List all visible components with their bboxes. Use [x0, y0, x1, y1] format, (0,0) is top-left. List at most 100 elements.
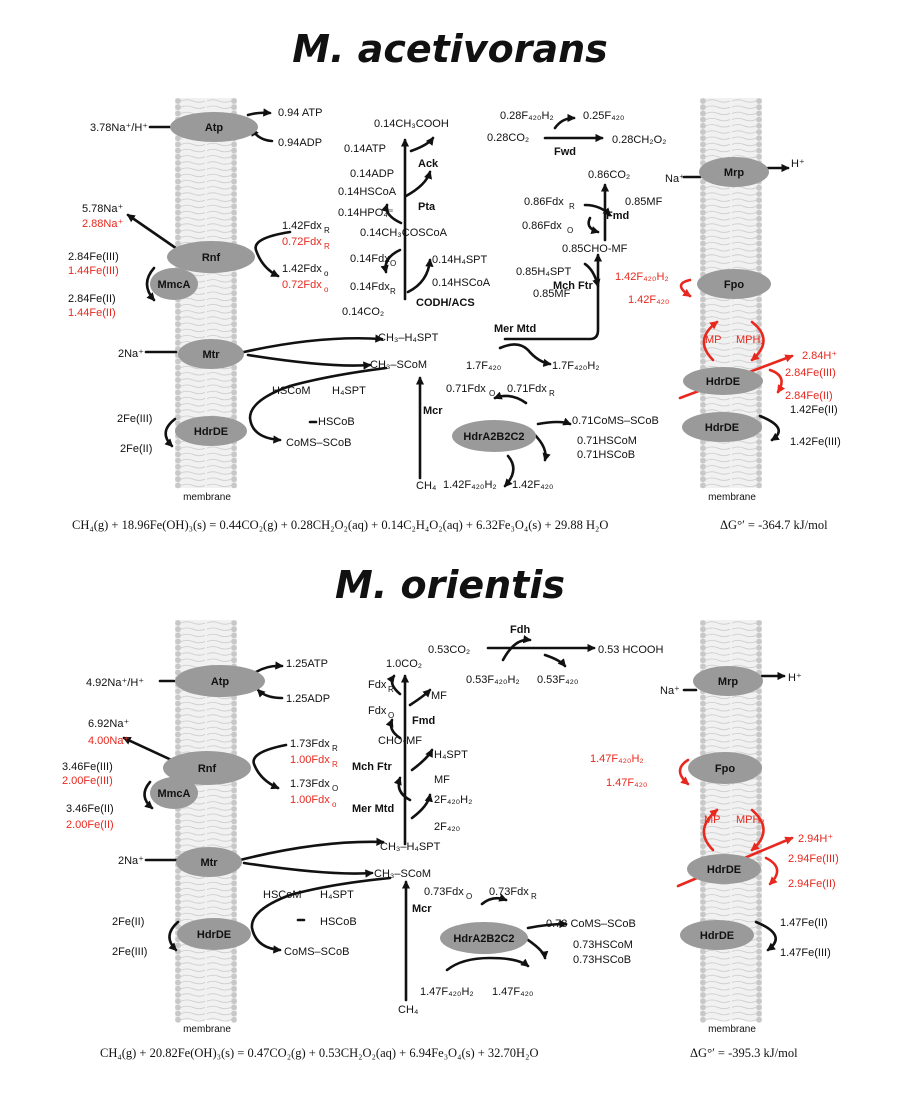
reaction-arrow	[493, 391, 528, 405]
diagram-label: 2.94Fe(III)	[788, 853, 839, 865]
reaction-arrow	[385, 718, 402, 740]
reaction-arrow	[404, 170, 433, 198]
diagram-label: 3.46Fe(III)	[62, 761, 113, 773]
diagram-label: 0.14H₄SPT	[432, 254, 488, 266]
reaction-arrow	[252, 743, 288, 790]
atp-synthase	[170, 112, 258, 142]
diagram-label: CH₃–H₄SPT	[378, 332, 439, 344]
fpo-complex-label: Fpo	[724, 279, 744, 291]
rnf-complex-label: Rnf	[198, 763, 217, 775]
diagram-label: 0.71Fdx	[507, 383, 547, 395]
diagram-label: 0.14HSCoA	[432, 277, 491, 289]
diagram-label: H₄SPT	[434, 749, 468, 761]
reaction-arrows	[122, 108, 794, 1002]
reaction-arrow	[254, 230, 292, 278]
mrp-antiporter-label: Mrp	[718, 676, 738, 688]
enzyme-label: Mch Ftr	[352, 761, 392, 773]
reaction-arrow	[498, 343, 552, 368]
diagram-label: 1.44Fe(III)	[68, 265, 119, 277]
diagram-label: 1.47F₄₂₀	[606, 777, 647, 789]
gibbs-energy: ΔG°′ = -364.7 kJ/mol	[720, 518, 828, 532]
reaction-arrow	[480, 893, 508, 906]
diagram-label: 4.00Na⁺	[88, 735, 129, 747]
fpo-complex-label: Fpo	[715, 763, 735, 775]
reaction-arrow	[503, 454, 515, 488]
diagram-label: MP	[705, 334, 722, 346]
hdra2b2c2-label: HdrA2B2C2	[463, 431, 524, 443]
diagram-label: O	[489, 389, 495, 398]
diagram-label: 0.73Fdx	[424, 886, 464, 898]
diagram-label: R	[332, 744, 338, 753]
diagram-label: o	[324, 285, 329, 294]
enzyme-label: Fwd	[554, 146, 576, 158]
diagram-label: 0.14CH₃COSCoA	[360, 227, 448, 239]
diagram-label: 0.73Fdx	[489, 886, 529, 898]
reaction-arrow	[410, 793, 433, 820]
reaction-arrow	[122, 736, 180, 765]
diagram-label: 1.44Fe(II)	[68, 307, 116, 319]
diagram-label: HSCoM	[272, 385, 311, 397]
diagram-label: 1.42Fe(III)	[790, 436, 841, 448]
hdrde-left-label: HdrDE	[197, 929, 231, 941]
diagram-label: CH₃–H₄SPT	[380, 841, 441, 853]
enzyme-label: Fdh	[510, 624, 530, 636]
diagram-label: 0.14CH₃COOH	[374, 118, 449, 130]
hdrde-right	[682, 412, 762, 442]
hdrde-left-label: HdrDE	[194, 426, 228, 438]
hdra2b2c2-label: HdrA2B2C2	[453, 933, 514, 945]
mmca-cytochrome	[150, 268, 198, 300]
diagram-label: Na⁺	[660, 685, 680, 697]
diagram-label: 0.53F₄₂₀	[537, 674, 578, 686]
diagram-label: 2.84Fe(III)	[68, 251, 119, 263]
diagram-label: R	[324, 242, 330, 251]
diagram-label: 0.85MF	[533, 288, 571, 300]
reaction-arrow	[445, 956, 530, 972]
hdrde-right	[680, 920, 754, 950]
atp-synthase-label: Atp	[205, 122, 224, 134]
reaction-arrow	[238, 837, 385, 862]
enzyme-label: Mch Ftr	[553, 280, 593, 292]
diagram-label: R	[390, 287, 396, 296]
hdrde-red-label: HdrDE	[706, 376, 740, 388]
diagram-label: 3.46Fe(II)	[66, 803, 114, 815]
mmca-cytochrome-label: MmcA	[157, 279, 190, 291]
reaction-arrow	[536, 417, 572, 426]
reaction-arrow	[126, 213, 185, 255]
diagram-label: 1.42Fe(II)	[790, 404, 838, 416]
reaction-arrow	[553, 113, 576, 130]
diagram-label: 1.42F₄₂₀	[628, 294, 669, 306]
reaction-arrow	[543, 653, 567, 668]
enzyme-label: Pta	[418, 201, 436, 213]
mp-cycle-arrow	[750, 320, 765, 362]
diagram-label: 2.00Fe(III)	[62, 775, 113, 787]
diagram-label: 5.78Na⁺	[82, 203, 123, 215]
reaction-arrow	[583, 262, 601, 288]
diagram-label: 0.86Fdx	[522, 220, 562, 232]
mp-cycle-arrow	[702, 808, 719, 852]
diagram-label: 1.25ADP	[286, 693, 330, 705]
diagram-label: CH₃–SCoM	[370, 359, 427, 371]
diagram-label: CH₄	[398, 1004, 419, 1016]
rnf-complex	[167, 241, 255, 273]
mtr-complex	[176, 847, 242, 877]
panel-title: M. acetivorans	[292, 27, 608, 71]
diagram-label: HSCoB	[320, 916, 357, 928]
diagram-label: 0.53F₄₂₀H₂	[466, 674, 520, 686]
diagram-label: 0.73HSCoM	[573, 939, 633, 951]
diagram-label: H₄SPT	[332, 385, 366, 397]
diagram-label: O	[332, 784, 338, 793]
gibbs-energy: ΔG°′ = -395.3 kJ/mol	[690, 1046, 798, 1060]
diagram-label: 0.73HSCoB	[573, 954, 631, 966]
diagram-label: 1.73Fdx	[290, 778, 330, 790]
diagram-label: 0.73 CoMS–SCoB	[546, 918, 636, 930]
diagram-label: Fdx	[368, 679, 387, 691]
diagram-label: 1.00Fdx	[290, 794, 330, 806]
fpo-complex	[697, 269, 771, 299]
hdrde-left	[175, 416, 247, 446]
diagram-label: 0.28CH₂O₂	[612, 134, 666, 146]
diagram-label: 0.71Fdx	[446, 383, 486, 395]
reaction-arrow	[503, 253, 603, 341]
diagram-label: Fdx	[368, 705, 387, 717]
diagram-label: 2Fe(III)	[117, 413, 152, 425]
hdra2b2c2	[440, 922, 528, 954]
